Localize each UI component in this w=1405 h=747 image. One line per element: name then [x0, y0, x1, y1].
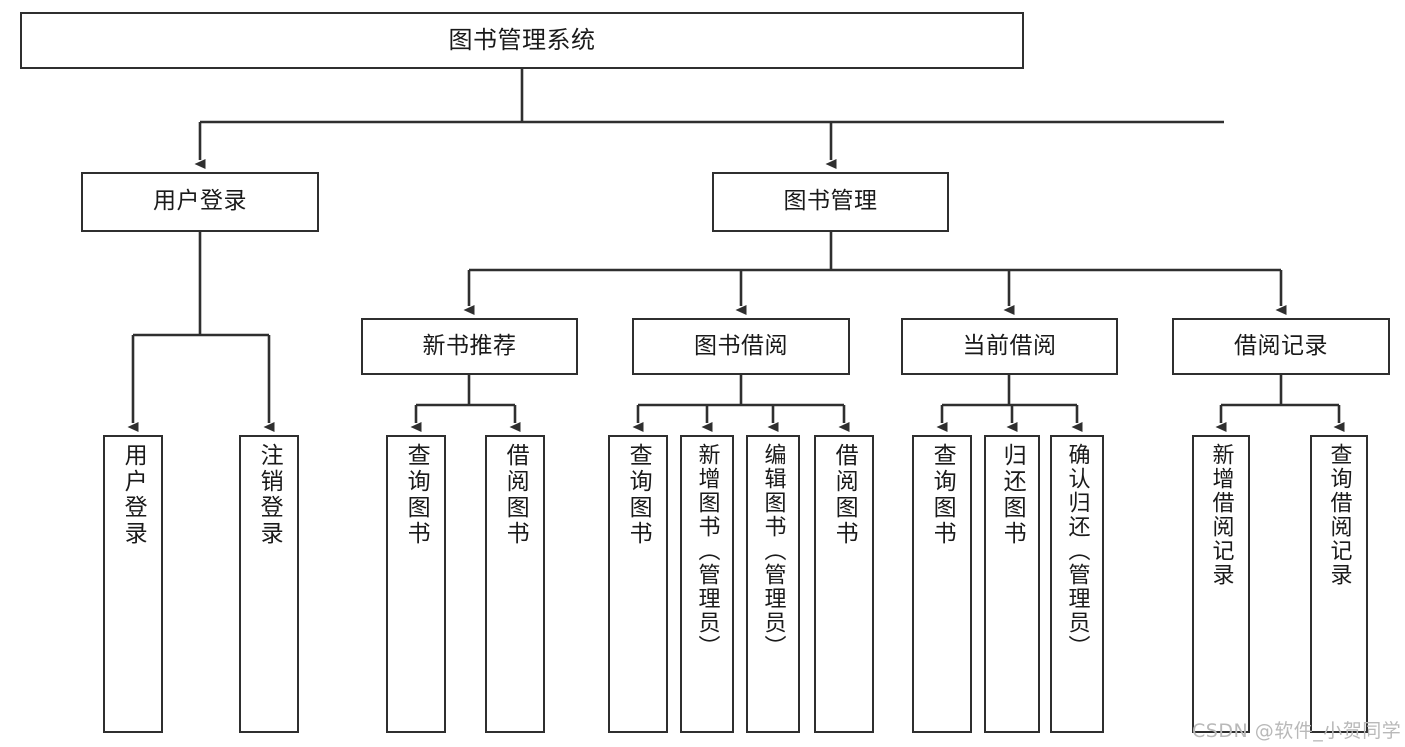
- node-leaf-add-book[interactable]: 新增图书（管理员）: [680, 435, 734, 733]
- node-leaf-borrow-book-2-label: 借阅图书: [831, 443, 858, 547]
- node-leaf-return-book-label: 归还图书: [999, 443, 1026, 547]
- node-leaf-query-book-2[interactable]: 查询图书: [608, 435, 668, 733]
- node-book-manage-label: 图书管理: [783, 188, 878, 215]
- node-leaf-borrow-book-1-label: 借阅图书: [502, 443, 529, 547]
- node-leaf-query-book-3-label: 查询图书: [929, 443, 956, 547]
- node-leaf-edit-book[interactable]: 编辑图书（管理员）: [746, 435, 800, 733]
- node-current-borrow-label: 当前借阅: [962, 332, 1057, 359]
- node-leaf-query-book-1-label: 查询图书: [403, 443, 430, 547]
- node-leaf-add-record-label: 新增借阅记录: [1208, 443, 1234, 587]
- node-leaf-user-login[interactable]: 用户登录: [103, 435, 163, 733]
- node-leaf-return-book[interactable]: 归还图书: [984, 435, 1040, 733]
- node-book-borrow-label: 图书借阅: [694, 332, 788, 359]
- node-new-book-recommend-label: 新书推荐: [422, 332, 517, 359]
- node-user-login[interactable]: 用户登录: [81, 172, 319, 232]
- node-root-label: 图书管理系统: [448, 26, 596, 55]
- node-leaf-query-book-2-label: 查询图书: [625, 443, 652, 547]
- node-root[interactable]: 图书管理系统: [20, 12, 1024, 69]
- node-leaf-user-login-label: 用户登录: [120, 443, 147, 547]
- node-leaf-add-book-label: 新增图书（管理员）: [694, 443, 720, 659]
- node-borrow-record[interactable]: 借阅记录: [1172, 318, 1390, 375]
- node-book-borrow[interactable]: 图书借阅: [632, 318, 850, 375]
- node-leaf-logout[interactable]: 注销登录: [239, 435, 299, 733]
- node-leaf-borrow-book-2[interactable]: 借阅图书: [814, 435, 874, 733]
- node-new-book-recommend[interactable]: 新书推荐: [361, 318, 578, 375]
- node-leaf-query-record[interactable]: 查询借阅记录: [1310, 435, 1368, 733]
- node-current-borrow[interactable]: 当前借阅: [901, 318, 1118, 375]
- node-leaf-query-book-3[interactable]: 查询图书: [912, 435, 972, 733]
- node-leaf-add-record[interactable]: 新增借阅记录: [1192, 435, 1250, 733]
- node-leaf-edit-book-label: 编辑图书（管理员）: [760, 443, 786, 659]
- node-leaf-query-record-label: 查询借阅记录: [1326, 443, 1352, 587]
- node-leaf-confirm-return-label: 确认归还（管理员）: [1064, 443, 1090, 659]
- node-leaf-confirm-return[interactable]: 确认归还（管理员）: [1050, 435, 1104, 733]
- node-leaf-query-book-1[interactable]: 查询图书: [386, 435, 446, 733]
- node-leaf-borrow-book-1[interactable]: 借阅图书: [485, 435, 545, 733]
- node-borrow-record-label: 借阅记录: [1234, 332, 1328, 359]
- node-leaf-logout-label: 注销登录: [256, 443, 283, 547]
- node-book-manage[interactable]: 图书管理: [712, 172, 949, 232]
- csdn-watermark: CSDN @软件_小贺同学: [1192, 720, 1402, 742]
- node-user-login-label: 用户登录: [153, 188, 247, 215]
